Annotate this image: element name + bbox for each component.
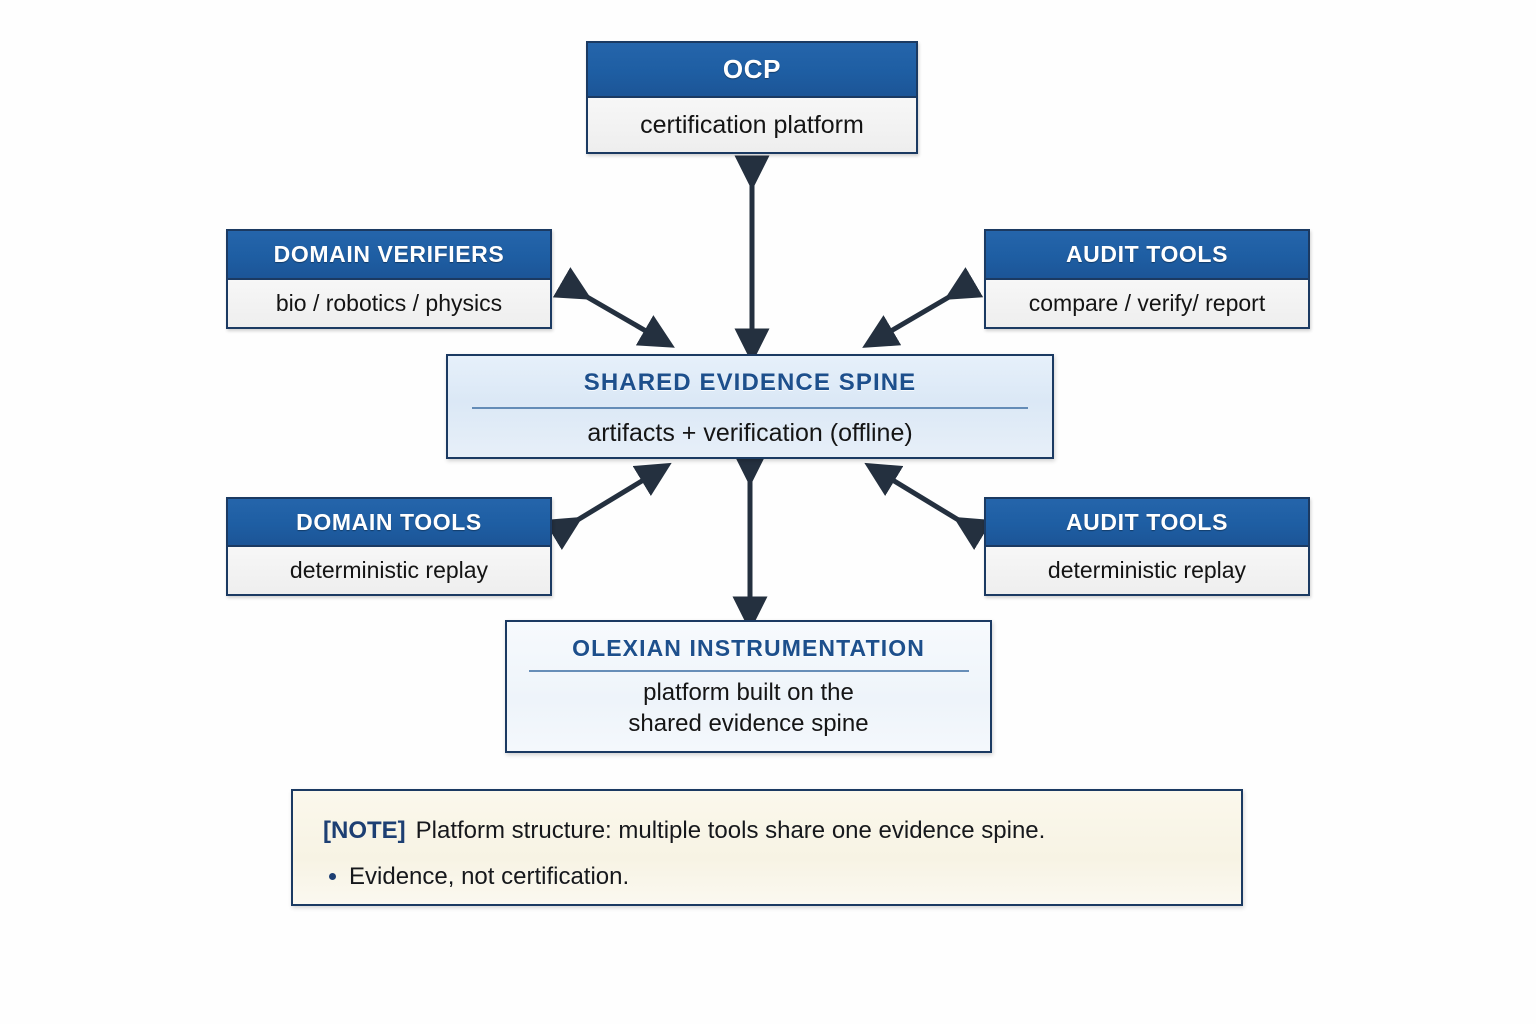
arrow-domain-tools-spine	[543, 462, 672, 551]
note-bullet-item: Evidence, not certification.	[323, 859, 1215, 895]
node-domain-verifiers-header: DOMAIN VERIFIERS	[228, 231, 550, 280]
node-audit-tools-top-body: compare / verify/ report	[986, 280, 1308, 327]
note-primary-line: [NOTE] Platform structure: multiple tools…	[323, 813, 1215, 849]
node-domain-tools-body: deterministic replay	[228, 547, 550, 594]
instrumentation-title: OLEXIAN INSTRUMENTATION	[572, 635, 925, 662]
node-audit-tools-bottom-header: AUDIT TOOLS	[986, 499, 1308, 547]
node-audit-tools-bottom[interactable]: AUDIT TOOLS deterministic replay	[984, 497, 1310, 596]
note-box: [NOTE] Platform structure: multiple tools…	[291, 789, 1243, 906]
panel-olexian-instrumentation[interactable]: OLEXIAN INSTRUMENTATION platform built o…	[505, 620, 992, 753]
spine-title: SHARED EVIDENCE SPINE	[583, 368, 917, 396]
arrow-domain-verifiers-spine	[552, 267, 675, 348]
node-ocp-body: certification platform	[588, 98, 916, 152]
node-domain-tools-header: DOMAIN TOOLS	[228, 499, 550, 547]
node-domain-verifiers-body: bio / robotics / physics	[228, 280, 550, 327]
spine-divider	[472, 406, 1028, 409]
node-domain-verifiers[interactable]: DOMAIN VERIFIERS bio / robotics / physic…	[226, 229, 552, 329]
panel-shared-evidence-spine[interactable]: SHARED EVIDENCE SPINE artifacts + verifi…	[446, 354, 1054, 459]
node-domain-tools[interactable]: DOMAIN TOOLS deterministic replay	[226, 497, 552, 596]
bullet-dot-icon	[329, 873, 336, 880]
note-tag: [NOTE]	[323, 817, 406, 844]
arrow-audit-tools-bottom-spine	[864, 462, 993, 551]
node-ocp[interactable]: OCP certification platform	[586, 41, 918, 154]
instrumentation-subtitle-line1: platform built on the	[643, 679, 854, 707]
note-text: Platform structure: multiple tools share…	[415, 817, 1046, 844]
node-audit-tools-top[interactable]: AUDIT TOOLS compare / verify/ report	[984, 229, 1310, 329]
spine-subtitle: artifacts + verification (offline)	[587, 418, 913, 447]
node-audit-tools-top-header: AUDIT TOOLS	[986, 231, 1308, 280]
note-bullet-text: Evidence, not certification.	[349, 863, 630, 890]
instrumentation-divider	[528, 670, 969, 673]
node-audit-tools-bottom-body: deterministic replay	[986, 547, 1308, 594]
arrow-audit-tools-top-spine	[862, 267, 984, 348]
node-ocp-header: OCP	[588, 43, 916, 98]
instrumentation-subtitle-line2: shared evidence spine	[628, 710, 869, 737]
